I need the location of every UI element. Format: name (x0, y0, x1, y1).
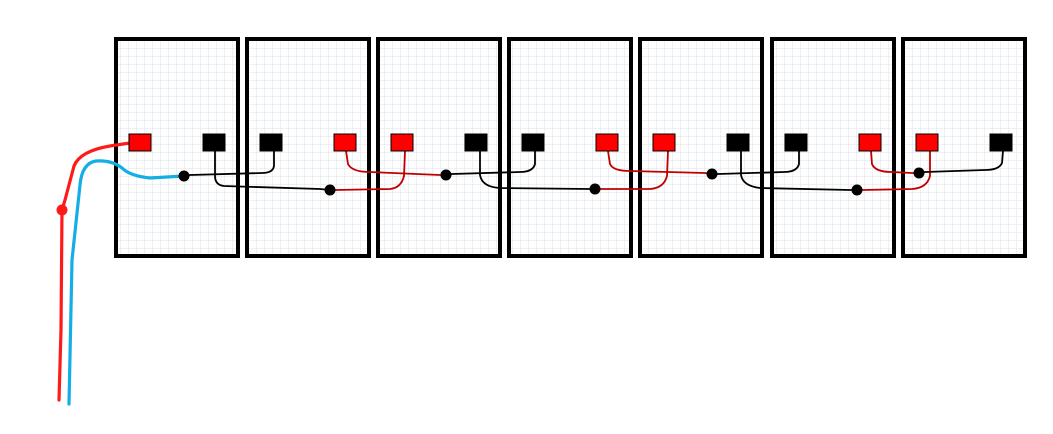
panel-1-positive-terminal (128, 133, 152, 152)
junction-g-dot (913, 167, 925, 179)
wire-panel3-neg-to-junction-d (479, 150, 596, 190)
solar-panel-3 (376, 37, 502, 258)
panel-7-positive-terminal (915, 133, 939, 152)
terminals-layer (128, 133, 1013, 152)
panel-3-negative-terminal (464, 133, 488, 152)
wire-panel7-pos-to-junction-f (856, 150, 931, 191)
wire-panel1-neg-to-junction-b (214, 150, 331, 191)
panel-6-negative-terminal (784, 133, 808, 152)
wire-panel4-neg-to-junction-c (445, 150, 536, 176)
wire-panel2-neg-to-junction-a (183, 150, 275, 177)
solar-panel-5 (638, 37, 764, 258)
panel-1-negative-terminal (202, 133, 226, 152)
wire-panel4-pos-to-junction-e (607, 150, 713, 175)
wire-panel6-neg-to-junction-e (711, 150, 800, 175)
solar-panel-2 (245, 37, 371, 258)
wire-panel6-pos-to-junction-g (870, 150, 920, 174)
wires-layer (57, 141, 1004, 406)
panel-4-positive-terminal (595, 133, 619, 152)
panels-layer (114, 37, 1027, 258)
panel-5-negative-terminal (726, 133, 750, 152)
solar-panel-4 (507, 37, 633, 258)
wire-panel2-pos-to-junction-c (345, 150, 447, 176)
junction-c-dot (440, 169, 452, 181)
solar-panel-1 (114, 37, 240, 258)
junction-a-dot (178, 170, 190, 182)
junction-b-dot (324, 184, 336, 196)
panel-5-positive-terminal (652, 133, 676, 152)
wire-panel7-neg-to-junction-g (918, 150, 1004, 174)
junction-f-dot (851, 184, 863, 196)
panel-3-positive-terminal (390, 133, 414, 152)
junction-d-dot (589, 183, 601, 195)
solar-panel-6 (770, 37, 896, 258)
wire-panel5-pos-to-junction-d (594, 150, 669, 190)
junctions-layer (56, 167, 925, 216)
home-run-negative-cable (67, 159, 186, 406)
panel-4-negative-terminal (521, 133, 545, 152)
wire-panel3-pos-to-junction-b (329, 150, 406, 191)
home-run-positive-splice-dot (56, 204, 68, 216)
panel-2-negative-terminal (259, 133, 283, 152)
panel-7-negative-terminal (989, 133, 1013, 152)
solar-panel-7 (901, 37, 1027, 258)
wire-panel5-neg-to-junction-f (740, 150, 858, 191)
panel-6-positive-terminal (858, 133, 882, 152)
panel-2-positive-terminal (333, 133, 357, 152)
junction-e-dot (706, 168, 718, 180)
